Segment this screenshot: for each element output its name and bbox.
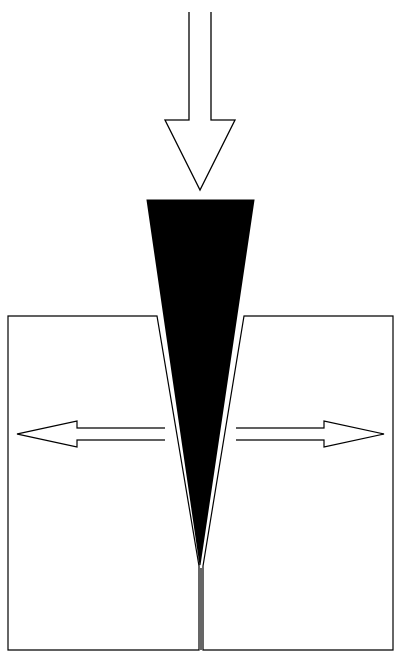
left-block <box>8 316 199 650</box>
down-arrow-icon <box>165 12 235 190</box>
right-block <box>203 316 393 650</box>
